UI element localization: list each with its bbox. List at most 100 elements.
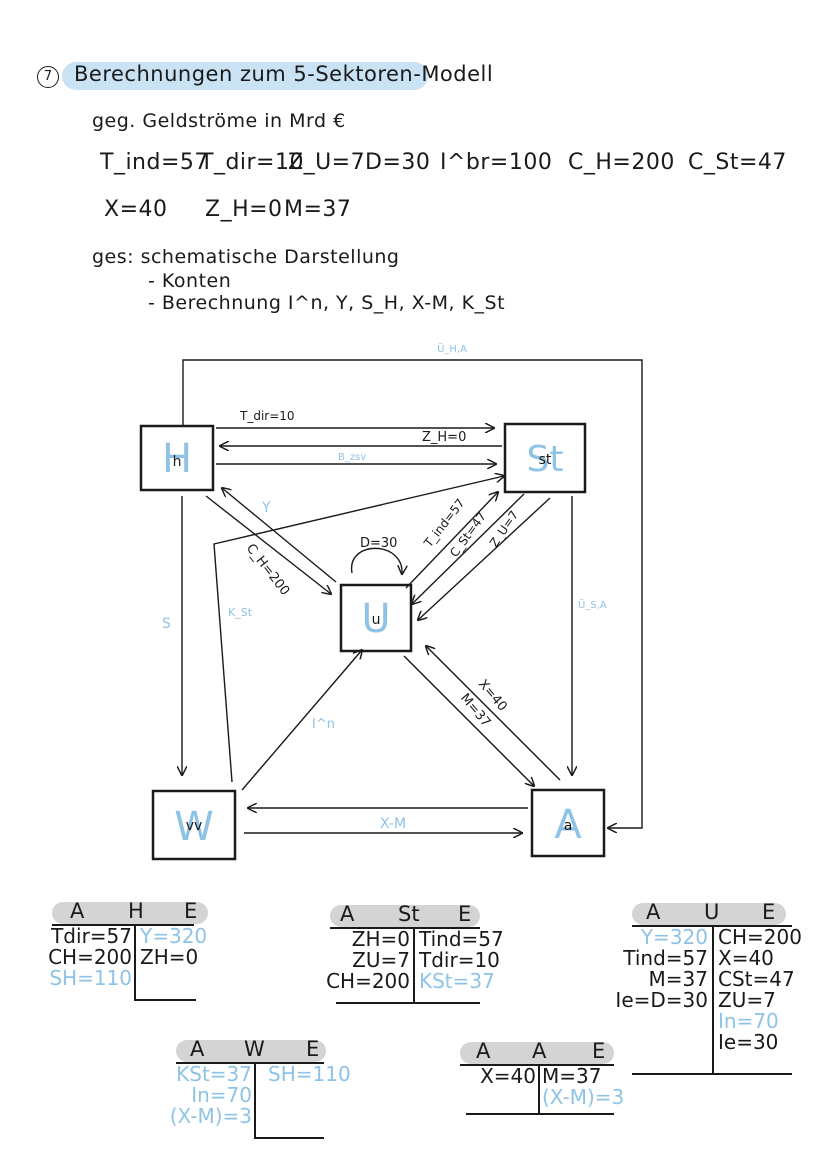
sector-a-small-label: a <box>564 818 573 834</box>
label-u-sa: Ü_S,A <box>578 598 607 611</box>
account-st-debit-row: CH=200 <box>326 969 410 993</box>
account-w-credit: SH=110 <box>268 1064 351 1085</box>
given-i-br: I^br=100 <box>440 150 553 175</box>
account-u-credit-row: In=70 <box>718 1009 779 1033</box>
account-u-head-name: U <box>704 900 720 924</box>
account-a-head-name: A <box>532 1039 547 1063</box>
account-st-credit-row: Tind=57 <box>419 927 504 951</box>
label-s: S <box>162 616 171 632</box>
given-z-h: Z_H=0 <box>205 197 283 222</box>
page-title: Berechnungen zum 5-Sektoren-Modell <box>74 62 494 86</box>
account-u-debit: Y=320 Tind=57 M=37 Ie=D=30 <box>615 927 708 1011</box>
given-c-h: C_H=200 <box>568 150 675 175</box>
account-st-head-e: E <box>458 902 472 926</box>
given-c-st: C_St=47 <box>688 150 787 175</box>
arrow-u-ha <box>182 359 643 828</box>
title-highlight <box>62 62 428 90</box>
account-u-debit-row: Tind=57 <box>623 946 708 970</box>
account-u-head-a: A <box>646 900 661 924</box>
account-u-credit: CH=200 X=40 CSt=47 ZU=7 In=70 Ie=30 <box>718 927 802 1053</box>
arrow-k-st <box>213 476 504 783</box>
account-h-head-name: H <box>128 899 144 923</box>
sector-a-big-label: A <box>554 802 582 848</box>
account-a-debit: X=40 <box>480 1066 536 1087</box>
account-h-top-rule <box>52 924 194 926</box>
account-u-debit-row: M=37 <box>648 967 708 991</box>
account-a: A A E X=40 M=37 (X-M)=3 <box>460 1039 624 1122</box>
sector-box-h: H h <box>139 424 215 492</box>
account-st: A St E ZH=0 ZU=7 CH=200 Tind=57 Tdir=10 … <box>326 902 504 1015</box>
arrow-c-st <box>412 493 525 604</box>
account-u: A U E Y=320 Tind=57 M=37 Ie=D=30 CH=200 … <box>615 900 802 1083</box>
label-b-zsv: B_zsv <box>338 452 366 463</box>
account-a-debit-row: X=40 <box>480 1064 536 1088</box>
account-h-divider <box>134 924 136 1000</box>
account-a-top-rule <box>460 1064 614 1066</box>
label-i-n: I^n <box>312 717 335 732</box>
given-z-u: Z_U=7 <box>288 150 366 175</box>
account-w-debit-row: KSt=37 <box>176 1062 252 1086</box>
sector-u-small-label: u <box>372 612 381 628</box>
account-st-head-a: A <box>340 902 355 926</box>
account-st-head-name: St <box>398 902 420 926</box>
arrow-c-h <box>205 495 331 594</box>
account-a-head-a: A <box>476 1039 491 1063</box>
account-w-bottom-rule <box>254 1137 324 1139</box>
label-c-h: C_H=200 <box>243 541 292 598</box>
account-a-divider <box>538 1064 540 1114</box>
account-w-head-e: E <box>306 1037 320 1061</box>
account-st-top-rule <box>330 927 480 929</box>
account-h-head-a: A <box>70 899 85 923</box>
sought-item-berechnung: - Berechnung I^n, Y, S_H, X-M, K_St <box>148 292 506 314</box>
sector-box-a: A a <box>530 788 606 858</box>
account-h-credit-row: Y=320 <box>140 924 208 948</box>
arrow-t-ind <box>405 492 498 589</box>
given-m: M=37 <box>284 197 352 222</box>
account-u-credit-row: CSt=47 <box>718 967 795 991</box>
account-h-bottom-rule <box>134 999 196 1001</box>
account-w-header: A W E <box>176 1037 326 1062</box>
arrow-y <box>222 488 337 583</box>
label-d: D=30 <box>360 536 397 551</box>
account-w-debit: KSt=37 In=70 (X-M)=3 <box>170 1064 252 1127</box>
account-u-credit-row: X=40 <box>718 946 774 970</box>
account-w-debit-row: (X-M)=3 <box>169 1104 252 1128</box>
sector-box-w: W vv <box>151 789 237 861</box>
sector-u-big-label: U <box>361 596 390 642</box>
sector-st-small-label: st <box>539 452 552 468</box>
account-a-header: A A E <box>460 1039 614 1064</box>
arrow-z-u <box>418 497 551 620</box>
account-u-credit-row: ZU=7 <box>718 988 776 1012</box>
account-w-head-name: W <box>244 1037 265 1061</box>
sector-h-big-label: H <box>162 436 192 482</box>
label-x-m: X-M <box>380 816 406 832</box>
account-a-credit: M=37 (X-M)=3 <box>542 1066 624 1108</box>
account-h-header: A H E <box>52 899 208 924</box>
sector-box-st: St st <box>503 422 587 494</box>
account-u-divider <box>712 925 714 1073</box>
account-st-divider <box>413 927 415 1003</box>
account-u-credit-row: Ie=30 <box>718 1030 779 1054</box>
account-w-credit-row: SH=110 <box>268 1062 351 1086</box>
account-h-credit-row: ZH=0 <box>140 945 199 969</box>
account-u-debit-row: Y=320 <box>640 925 708 949</box>
label-z-h: Z_H=0 <box>422 430 466 445</box>
account-u-head-e: E <box>762 900 776 924</box>
arrow-d <box>351 547 402 574</box>
given-label: geg. Geldströme in Mrd € <box>92 110 346 132</box>
sector-w-small-label: vv <box>186 818 203 834</box>
account-w-divider <box>254 1062 256 1138</box>
account-a-credit-row: M=37 <box>542 1064 602 1088</box>
account-st-credit-row: KSt=37 <box>419 969 495 993</box>
sector-h-small-label: h <box>173 454 182 470</box>
account-h: A H E Tdir=57 CH=200 SH=110 Y=320 ZH=0 <box>48 899 212 1012</box>
exercise-number: 7 <box>37 66 59 88</box>
given-t-ind: T_ind=57 <box>100 150 209 175</box>
label-k-st: K_St <box>228 606 253 619</box>
account-w: A W E KSt=37 In=70 (X-M)=3 SH=110 <box>170 1037 351 1150</box>
label-y: Y <box>261 500 271 516</box>
account-st-credit: Tind=57 Tdir=10 KSt=37 <box>419 929 504 992</box>
sought-label: ges: schematische Darstellung <box>92 246 400 268</box>
account-w-top-rule <box>176 1062 324 1064</box>
sector-w-big-label: W <box>174 804 214 850</box>
